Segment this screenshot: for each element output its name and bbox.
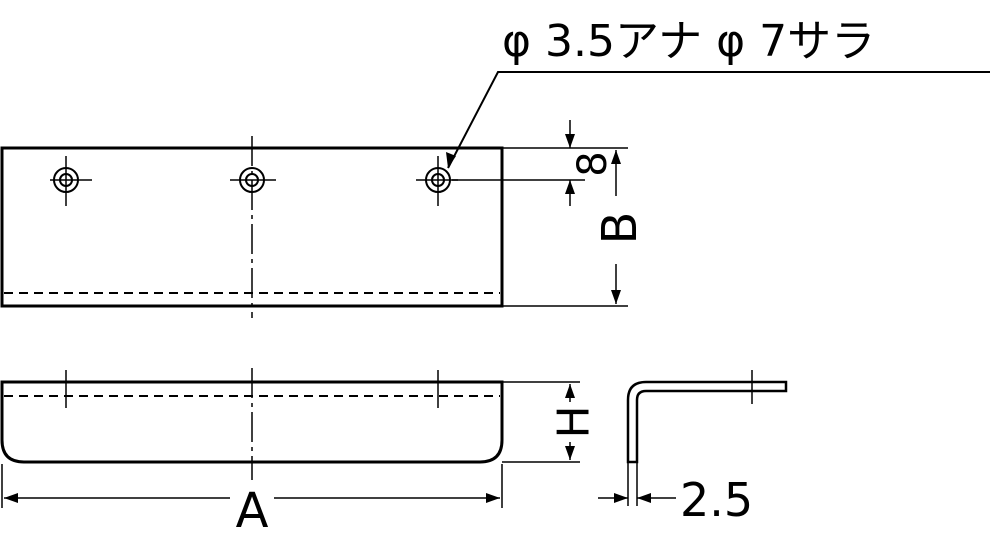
hole-offset-dimension: 8: [452, 120, 628, 206]
front-view: [0, 368, 504, 498]
length-dimension: A: [1, 464, 503, 539]
hole-spec-label: φ 3.5アナ φ 7サラ: [502, 16, 875, 67]
side-view: [626, 370, 788, 464]
hole-offset-label: 8: [570, 151, 616, 176]
hole-callout: φ 3.5アナ φ 7サラ: [446, 16, 990, 169]
side-view-profile: [626, 380, 788, 464]
height-label: H: [549, 405, 600, 438]
countersunk-hole-3: [416, 156, 458, 206]
thickness-dimension: 2.5: [598, 462, 753, 527]
height-dimension: H: [502, 381, 600, 463]
callout-arrowhead: [446, 152, 456, 168]
top-view: [0, 136, 504, 318]
countersunk-hole-1: [50, 156, 92, 206]
countersunk-hole-2: [230, 167, 276, 193]
width-label: B: [592, 212, 648, 245]
callout-leader-line: [447, 71, 990, 169]
front-view-outline: [0, 380, 504, 464]
thickness-label: 2.5: [680, 473, 753, 527]
width-dimension: B: [502, 150, 648, 307]
length-label: A: [236, 483, 269, 539]
